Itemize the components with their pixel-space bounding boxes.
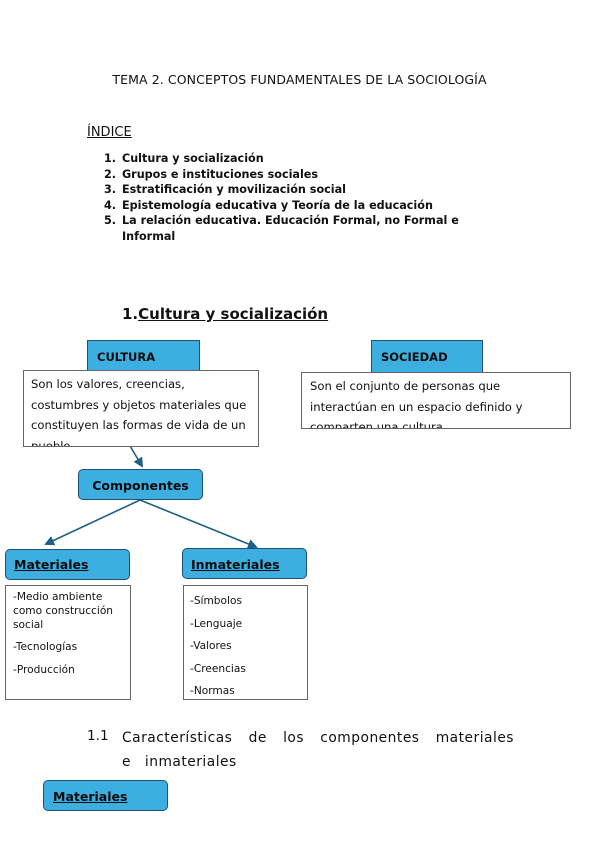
toc-item: 5.La relación educativa. Educación Forma… [104, 214, 459, 243]
section-heading: 1.Cultura y socialización [122, 305, 328, 323]
inmateriales-list: -Símbolos -Lenguaje -Valores -Creencias … [183, 585, 308, 700]
sociedad-definition: Son el conjunto de personas que interact… [301, 372, 571, 429]
list-item: -Medio ambiente como construcción social [13, 591, 114, 631]
index-heading: ÍNDICE [87, 125, 132, 140]
section-number: 1. [122, 305, 139, 323]
list-item: -Creencias [190, 662, 246, 675]
materiales-box: Materiales [5, 549, 130, 580]
document-title: TEMA 2. CONCEPTOS FUNDAMENTALES DE LA SO… [112, 72, 487, 87]
materiales-list: -Medio ambiente como construcción social… [5, 585, 131, 700]
subsection-number: 1.1 [87, 728, 109, 744]
sociedad-box: SOCIEDAD [371, 340, 483, 373]
cultura-definition: Son los valores, creencias, costumbres y… [23, 370, 259, 447]
toc-item: 4.Epistemología educativa y Teoría de la… [104, 198, 433, 212]
componentes-box: Componentes [78, 469, 203, 500]
list-item: -Normas [190, 685, 235, 698]
materiales-box-2: Materiales [43, 780, 168, 811]
toc-item: 2.Grupos e instituciones sociales [104, 167, 319, 181]
section-title: Cultura y socialización [138, 305, 329, 323]
toc-item: 1.Cultura y socialización [104, 152, 264, 165]
arrow-componentes-materiales [44, 499, 141, 546]
list-item: -Lenguaje [190, 617, 243, 630]
arrow-componentes-inmateriales [139, 499, 258, 549]
list-item: -Tecnologías [13, 641, 78, 653]
list-item: -Valores [190, 640, 232, 653]
cultura-box: CULTURA [87, 340, 200, 373]
inmateriales-box: Inmateriales [182, 548, 307, 579]
subsection-title: Características de los componentes mater… [122, 730, 514, 770]
table-of-contents: 1.Cultura y socialización 2.Grupos e ins… [104, 151, 492, 245]
list-item: -Símbolos [190, 595, 242, 607]
list-item: -Producción [13, 664, 75, 676]
toc-item: 3.Estratificación y movilización social [104, 183, 346, 197]
